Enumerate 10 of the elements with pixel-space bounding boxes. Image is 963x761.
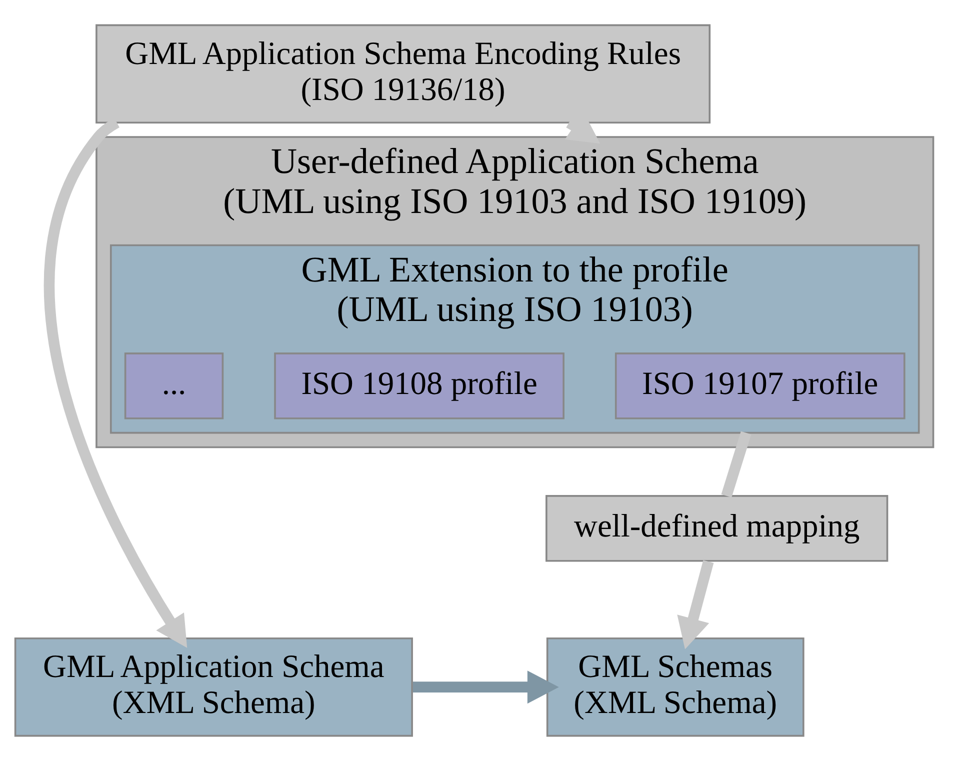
arrow — [677, 560, 714, 650]
node-box: ISO 19107 profile — [614, 352, 906, 420]
node-box: ISO 19108 profile — [274, 352, 564, 420]
node-box: GML Schemas (XML Schema) — [546, 638, 804, 737]
connector — [721, 431, 752, 498]
node-box: GML Application Schema Encoding Rules (ISO 19136/18) — [96, 24, 711, 124]
node-box: well-defined mapping — [546, 495, 888, 562]
node-box: GML Application Schema (XML Schema) — [14, 638, 413, 737]
arrow — [412, 670, 559, 704]
node-box: ... — [124, 352, 224, 420]
